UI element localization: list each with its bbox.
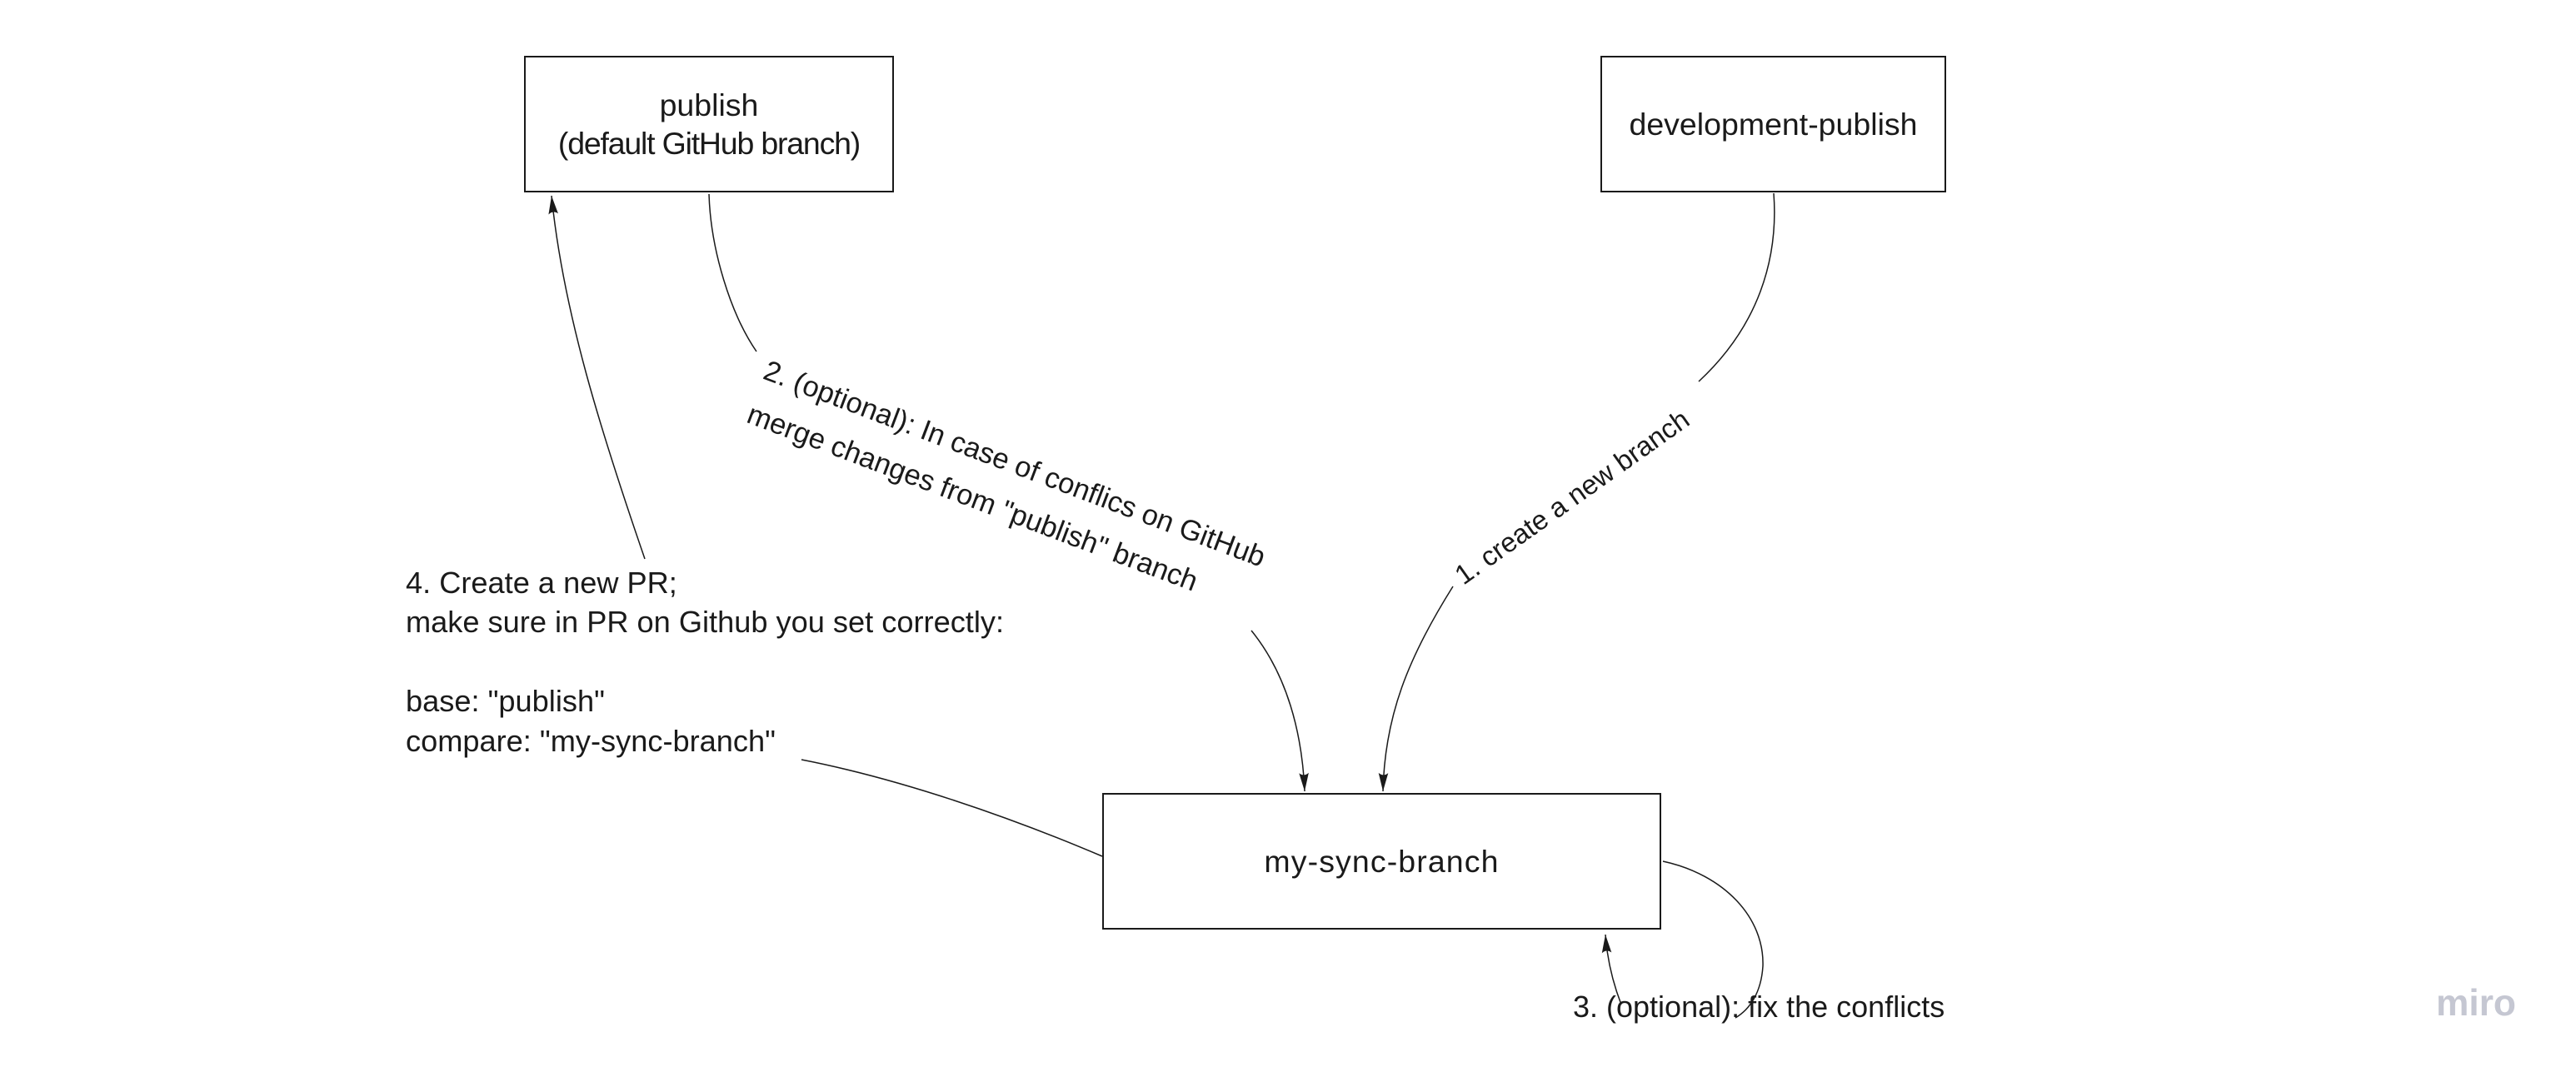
connector-1-dev-publish-to-my-sync-branch[interactable] (1378, 192, 1775, 792)
shape-my-sync-branch[interactable]: my-sync-branch (1102, 793, 1661, 930)
label-step-4-line-3 (406, 642, 1004, 682)
connector-4-my-sync-branch-to-publish[interactable] (548, 195, 1103, 857)
label-step-4-line-5: compare: "my-sync-branch" (406, 723, 776, 758)
shape-my-sync-branch-label: my-sync-branch (1264, 844, 1500, 879)
connector-2-segment-lower[interactable] (1251, 630, 1309, 792)
shape-development-publish-label: development-publish (1629, 107, 1918, 142)
miro-logo-text: miro (2436, 983, 2516, 1024)
shape-publish-line-2: (default GitHub branch) (557, 126, 861, 161)
miro-logo: miro (2436, 985, 2516, 1022)
connector-2-segment-upper[interactable] (708, 193, 757, 352)
connector-1-segment-upper[interactable] (1698, 192, 1775, 382)
connector-3-segment-loop[interactable] (1662, 860, 1764, 1019)
connector-2-publish-to-my-sync-branch[interactable] (708, 193, 1309, 792)
shape-publish-line-1: publish (659, 87, 759, 122)
connector-1-segment-lower[interactable] (1378, 586, 1454, 792)
label-step-3-text: 3. (optional): fix the conflicts (1573, 989, 1945, 1024)
label-step-4-line-1: 4. Create a new PR; (406, 565, 677, 600)
label-step-3-fix-conflicts[interactable]: 3. (optional): fix the conflicts (1573, 987, 1944, 1027)
label-step-4-create-pr[interactable]: 4. Create a new PR; make sure in PR on G… (406, 563, 1004, 761)
connector-4-segment-upper[interactable] (548, 195, 646, 560)
label-step-4-line-4: base: "publish" (406, 684, 605, 719)
connector-3-my-sync-branch-loop[interactable] (1601, 860, 1764, 1019)
label-step-4-line-2: make sure in PR on Github you set correc… (406, 605, 1005, 640)
shape-publish[interactable]: publish (default GitHub branch) (524, 56, 894, 192)
connector-3-segment-arrow[interactable] (1601, 934, 1622, 1005)
shape-development-publish[interactable]: development-publish (1600, 56, 1946, 192)
connector-4-segment-lower[interactable] (801, 759, 1103, 857)
